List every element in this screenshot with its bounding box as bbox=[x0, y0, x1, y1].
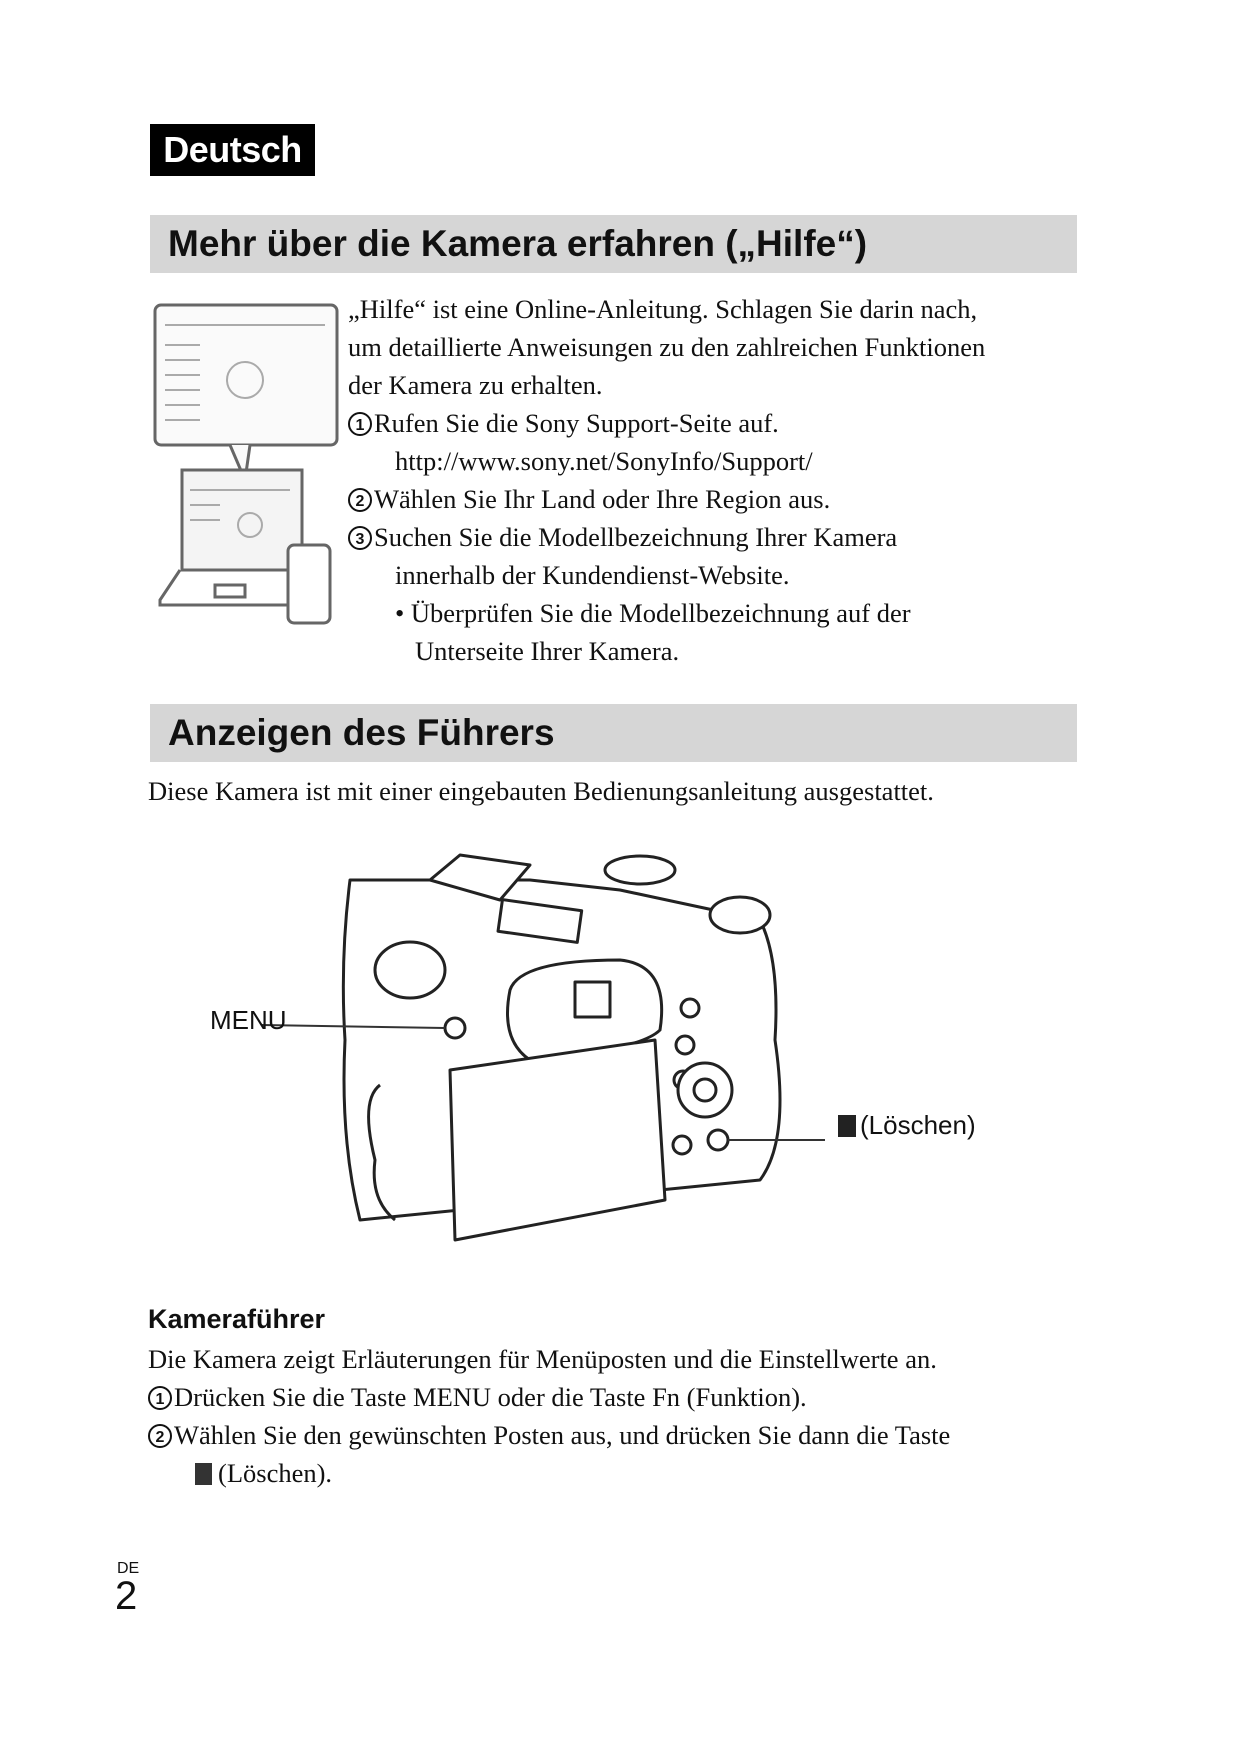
step-number: 3 bbox=[348, 526, 372, 550]
step-number: 2 bbox=[148, 1424, 172, 1448]
bullet-note: Unterseite Ihrer Kamera. bbox=[415, 636, 680, 666]
step-text: Wählen Sie den gewünschten Posten aus, u… bbox=[174, 1420, 951, 1450]
step-text: (Löschen). bbox=[218, 1458, 333, 1488]
guide-intro: Diese Kamera ist mit einer eingebauten B… bbox=[148, 776, 934, 806]
language-code: DE bbox=[117, 1560, 140, 1577]
help-intro: „Hilfe“ ist eine Online-Anleitung. Schla… bbox=[348, 290, 985, 670]
step-number: 2 bbox=[348, 488, 372, 512]
step-text: Wählen Sie Ihr Land oder Ihre Region aus… bbox=[374, 484, 831, 514]
language-tab: Deutsch bbox=[150, 124, 315, 176]
step-text: innerhalb der Kundendienst-Website. bbox=[395, 560, 790, 590]
trash-icon bbox=[838, 1112, 856, 1137]
help-guide-illustration bbox=[153, 303, 339, 625]
section-heading-help: Mehr über die Kamera erfahren („Hilfe“) bbox=[150, 215, 1077, 273]
subheading-camera-guide: Kameraführer bbox=[148, 1304, 326, 1334]
delete-button-callout: (Löschen) bbox=[838, 1110, 976, 1141]
step-text: Suchen Sie die Modellbezeichnung Ihrer K… bbox=[374, 522, 898, 552]
page-number: 2 bbox=[115, 1574, 138, 1618]
description: Die Kamera zeigt Erläuterungen für Menüp… bbox=[148, 1344, 937, 1374]
intro-line: um detaillierte Anweisungen zu den zahlr… bbox=[348, 332, 986, 362]
menu-button-callout: MENU bbox=[210, 1005, 287, 1035]
trash-icon bbox=[195, 1463, 212, 1485]
camera-guide-text: Die Kamera zeigt Erläuterungen für Menüp… bbox=[148, 1340, 950, 1492]
section-heading-guide: Anzeigen des Führers bbox=[150, 704, 1077, 762]
support-url[interactable]: http://www.sony.net/SonyInfo/Support/ bbox=[395, 446, 813, 476]
intro-line: „Hilfe“ ist eine Online-Anleitung. Schla… bbox=[348, 294, 978, 324]
step-text: Drücken Sie die Taste MENU oder die Tast… bbox=[174, 1382, 807, 1412]
step-text: Rufen Sie die Sony Support-Seite auf. bbox=[374, 408, 779, 438]
camera-rear-illustration bbox=[261, 853, 825, 1242]
intro-line: der Kamera zu erhalten. bbox=[348, 370, 603, 400]
delete-label: (Löschen) bbox=[860, 1110, 976, 1140]
step-number: 1 bbox=[148, 1386, 172, 1410]
bullet-note: • Überprüfen Sie die Modellbezeichnung a… bbox=[395, 598, 911, 628]
step-number: 1 bbox=[348, 412, 372, 436]
